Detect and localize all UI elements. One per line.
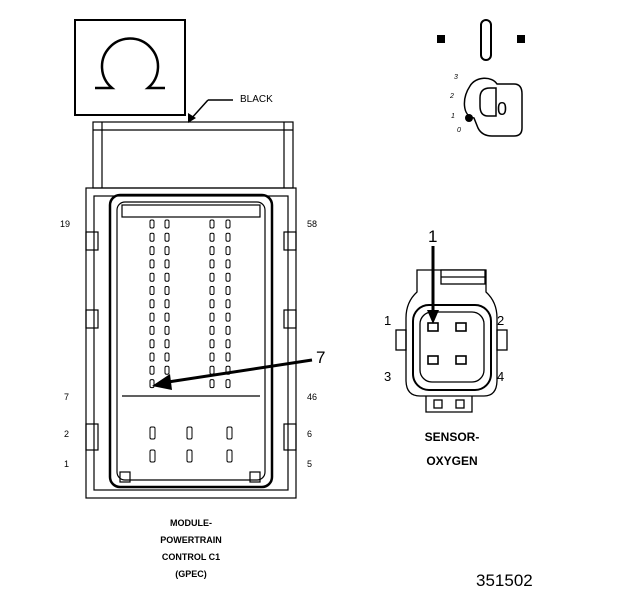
key-pos-3: 3 (454, 74, 458, 81)
pcm-name-line-4: (GPEC) (175, 569, 207, 579)
pcm-pin-cavity (149, 286, 155, 295)
pcm-pin-cavity (164, 272, 170, 282)
pcm-pin-cavity (164, 246, 170, 256)
pin-label-1: 1 (64, 459, 69, 469)
pcm-pin-cavity (149, 449, 156, 463)
pcm-pin-cavity (209, 379, 215, 389)
pcm-pin-cavity (186, 426, 193, 440)
arrow-head-icon (427, 310, 439, 324)
pcm-pin-cavity (209, 232, 215, 242)
pcm-pin-cavity (209, 272, 215, 282)
pcm-pin-cavity (164, 365, 170, 375)
pin-label-5: 5 (307, 459, 312, 469)
figure-number: 351502 (476, 571, 533, 590)
pcm-pin-cavity (225, 379, 231, 389)
o2-callout-1: 1 (428, 227, 437, 246)
pcm-pin-cavity (225, 312, 231, 322)
pcm-name-line-3: CONTROL C1 (162, 552, 220, 562)
omega-icon (95, 37, 165, 90)
callout-1-arrow (427, 246, 439, 324)
pcm-pin-cavity (164, 219, 170, 229)
pcm-pin-cavity (209, 352, 215, 362)
pcm-name-line-1: MODULE- (170, 518, 212, 528)
pcm-pin-cavity (164, 299, 170, 309)
pin-label-2: 2 (64, 429, 69, 439)
pcm-pin-cavity (209, 246, 215, 256)
pcm-pin-cavity (149, 325, 155, 335)
pcm-pin-cavity (164, 259, 170, 269)
black-label-pointer (188, 99, 233, 123)
pcm-pin-cavity (186, 449, 193, 463)
o2-pin-label-4: 4 (497, 369, 504, 384)
pcm-pin-cavity (149, 219, 155, 229)
pcm-pin-cavity (164, 325, 170, 335)
pcm-pin-cavity (226, 426, 233, 440)
pcm-pin-grid (149, 219, 233, 463)
pcm-pin-cavity (225, 219, 231, 229)
pcm-pin-cavity (225, 286, 231, 295)
pcm-pin-cavity (209, 286, 215, 295)
pcm-pin-cavity (164, 286, 170, 295)
pcm-pin-cavity (209, 365, 215, 375)
pcm-pin-cavity (225, 325, 231, 335)
pcm-pin-cavity (149, 272, 155, 282)
pcm-pin-cavity (149, 259, 155, 269)
pcm-pin-cavity (225, 232, 231, 242)
pcm-pin-cavity (149, 232, 155, 242)
pcm-pin-cavity (209, 312, 215, 322)
ignition-switch-icon (437, 19, 525, 137)
pcm-pin-cavity (149, 312, 155, 322)
pcm-pin-cavity (225, 352, 231, 362)
pcm-pin-cavity (164, 339, 170, 349)
pin-label-58: 58 (307, 219, 317, 229)
pcm-pin-cavity (149, 246, 155, 256)
pcm-pin-cavity (149, 352, 155, 362)
callout-7-arrow (152, 358, 313, 390)
arrow-head-icon (188, 113, 196, 123)
pcm-pin-cavity (209, 299, 215, 309)
pin-label-7: 7 (64, 392, 69, 402)
pin-label-46: 46 (307, 392, 317, 402)
callout-7: 7 (316, 348, 325, 367)
wire-color-label: BLACK (240, 94, 273, 105)
ohmmeter-symbol (74, 19, 186, 116)
pcm-pin-cavity (209, 339, 215, 349)
o2-pin-label-2: 2 (497, 313, 504, 328)
pcm-pin-cavity (149, 426, 156, 440)
pcm-pin-cavity (225, 246, 231, 256)
pcm-pin-cavity (149, 379, 155, 389)
pcm-pin-cavity (225, 272, 231, 282)
pcm-pin-cavity (149, 365, 155, 375)
oxygen-sensor-connector (395, 269, 508, 413)
pcm-pin-cavity (225, 299, 231, 309)
pcm-pin-cavity (225, 339, 231, 349)
o2-pin-label-1: 1 (384, 313, 391, 328)
pcm-pin-cavity (149, 339, 155, 349)
o2-name-line-2: OXYGEN (426, 454, 477, 468)
pcm-pin-cavity (164, 352, 170, 362)
key-pos-0: 0 (457, 127, 461, 134)
pcm-pin-cavity (209, 259, 215, 269)
o2-pin-label-3: 3 (384, 369, 391, 384)
pcm-pin-cavity (164, 312, 170, 322)
pcm-connector (85, 121, 297, 499)
pcm-pin-cavity (209, 325, 215, 335)
o2-name-line-1: SENSOR- (425, 430, 480, 444)
key-position-label: 0 (497, 99, 507, 119)
key-pos-1: 1 (451, 113, 455, 120)
pcm-pin-cavity (226, 449, 233, 463)
pcm-pin-cavity (225, 259, 231, 269)
pcm-pin-cavity (164, 232, 170, 242)
key-pos-2: 2 (449, 93, 454, 100)
pin-label-6: 6 (307, 429, 312, 439)
pin-label-19: 19 (60, 219, 70, 229)
pcm-name-line-2: POWERTRAIN (160, 535, 222, 545)
pcm-pin-cavity (209, 219, 215, 229)
pcm-pin-cavity (149, 299, 155, 309)
arrow-head-icon (152, 374, 172, 390)
